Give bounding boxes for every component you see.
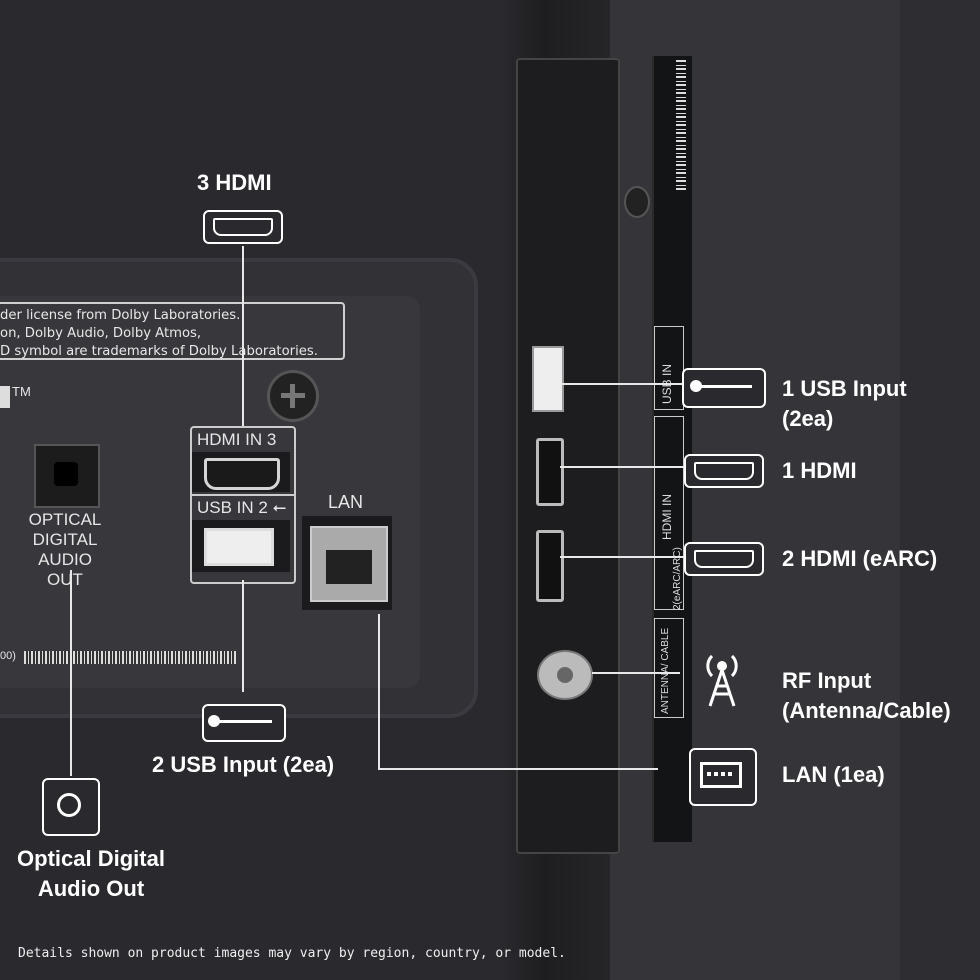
optical-title-2: Audio Out <box>37 876 145 901</box>
optical-label-3: AUDIO OUT <box>38 550 92 589</box>
rf-title-1: RF Input <box>782 668 872 693</box>
strip-screw <box>624 186 650 218</box>
usb1-title: 1 USB Input (2ea) <box>782 374 907 434</box>
hdmi3-title: 3 HDMI <box>197 170 272 195</box>
port-box-divider <box>190 494 294 496</box>
usb1-title-2: (2ea) <box>782 406 834 431</box>
back-panel-edge <box>900 0 980 980</box>
usb1-title-1: 1 USB Input <box>782 376 907 401</box>
usb-in2-label: USB IN 2 ⭠ <box>197 498 286 518</box>
hdmi2-title: 2 HDMI (eARC) <box>782 546 938 571</box>
rf-title: RF Input (Antenna/Cable) <box>782 666 951 726</box>
hdmi-icon <box>203 210 283 244</box>
disclaimer-text: Details shown on product images may vary… <box>18 946 566 961</box>
optical-port <box>34 444 100 508</box>
usb1-callout-line <box>562 383 682 385</box>
optical-title-1: Optical Digital <box>17 846 165 871</box>
hdmi-in-strip-label: HDMI IN <box>660 494 674 540</box>
hdmi-2-port <box>536 530 564 602</box>
hdmi-icon <box>684 454 764 488</box>
hdmi-in3-label: HDMI IN 3 <box>197 430 277 449</box>
hdmi-icon <box>684 542 764 576</box>
antenna-icon <box>702 650 742 710</box>
hdmi1-callout-line <box>560 466 684 468</box>
strip-barcode <box>676 60 686 190</box>
lan-port-bg <box>302 516 392 610</box>
usb-in2-text: USB IN 2 <box>197 498 268 517</box>
rf-port <box>537 650 593 700</box>
optical-title: Optical Digital Audio Out <box>4 844 178 904</box>
usb2-title: 2 USB Input (2ea) <box>152 752 335 777</box>
hdmi2-callout-line <box>560 556 684 558</box>
panel-screw <box>267 370 319 422</box>
usb2-callout-line <box>242 580 244 692</box>
usb-1-port <box>532 346 564 412</box>
side-port-strip <box>516 58 620 854</box>
usb-icon <box>682 368 766 408</box>
lan-title: LAN (1ea) <box>782 762 885 787</box>
hdmi3-callout-line <box>242 246 244 426</box>
rf-callout-line <box>592 672 680 674</box>
rf-title-2: (Antenna/Cable) <box>782 698 951 723</box>
optical-panel-label: OPTICAL DIGITAL AUDIO OUT <box>22 510 108 590</box>
trademark-mark: TM <box>12 384 31 399</box>
usb-in2-port-bg <box>192 520 290 572</box>
optical-label-2: DIGITAL <box>32 530 98 549</box>
lan-panel-label: LAN <box>328 492 364 512</box>
barcode-prefix: 00) <box>0 650 16 662</box>
lan-callout-line-h <box>378 768 658 770</box>
dolby-line-1: der license from Dolby Laboratories. <box>0 308 241 323</box>
lan-icon <box>689 748 757 806</box>
lan-callout-line-v <box>378 614 380 770</box>
hdmi-in3-port <box>204 458 280 490</box>
hdmi-1-port <box>536 438 564 506</box>
usb-icon <box>202 704 286 742</box>
hdmi-in-strip-box <box>654 416 684 610</box>
antenna-strip-box <box>654 618 684 718</box>
lan-port <box>310 526 388 602</box>
usb-in2-port <box>204 528 274 566</box>
usb-small-icon: ⭠ <box>267 498 287 517</box>
dolby-line-2: on, Dolby Audio, Dolby Atmos, <box>0 326 202 341</box>
dolby-line-3: D symbol are trademarks of Dolby Laborat… <box>0 344 318 359</box>
logo-fragment <box>0 386 10 408</box>
dolby-notice: der license from Dolby Laboratories. on,… <box>0 302 345 360</box>
optical-callout-line <box>70 570 72 776</box>
hdmi1-title: 1 HDMI <box>782 458 857 483</box>
usb-in-strip-box <box>654 326 684 410</box>
hdmi-in3-port-bg <box>192 452 290 492</box>
optical-icon <box>42 778 100 836</box>
barcode <box>24 651 236 664</box>
optical-label-1: OPTICAL <box>28 510 102 529</box>
antenna-strip-label: ANTENNA/ CABLE <box>660 627 671 714</box>
